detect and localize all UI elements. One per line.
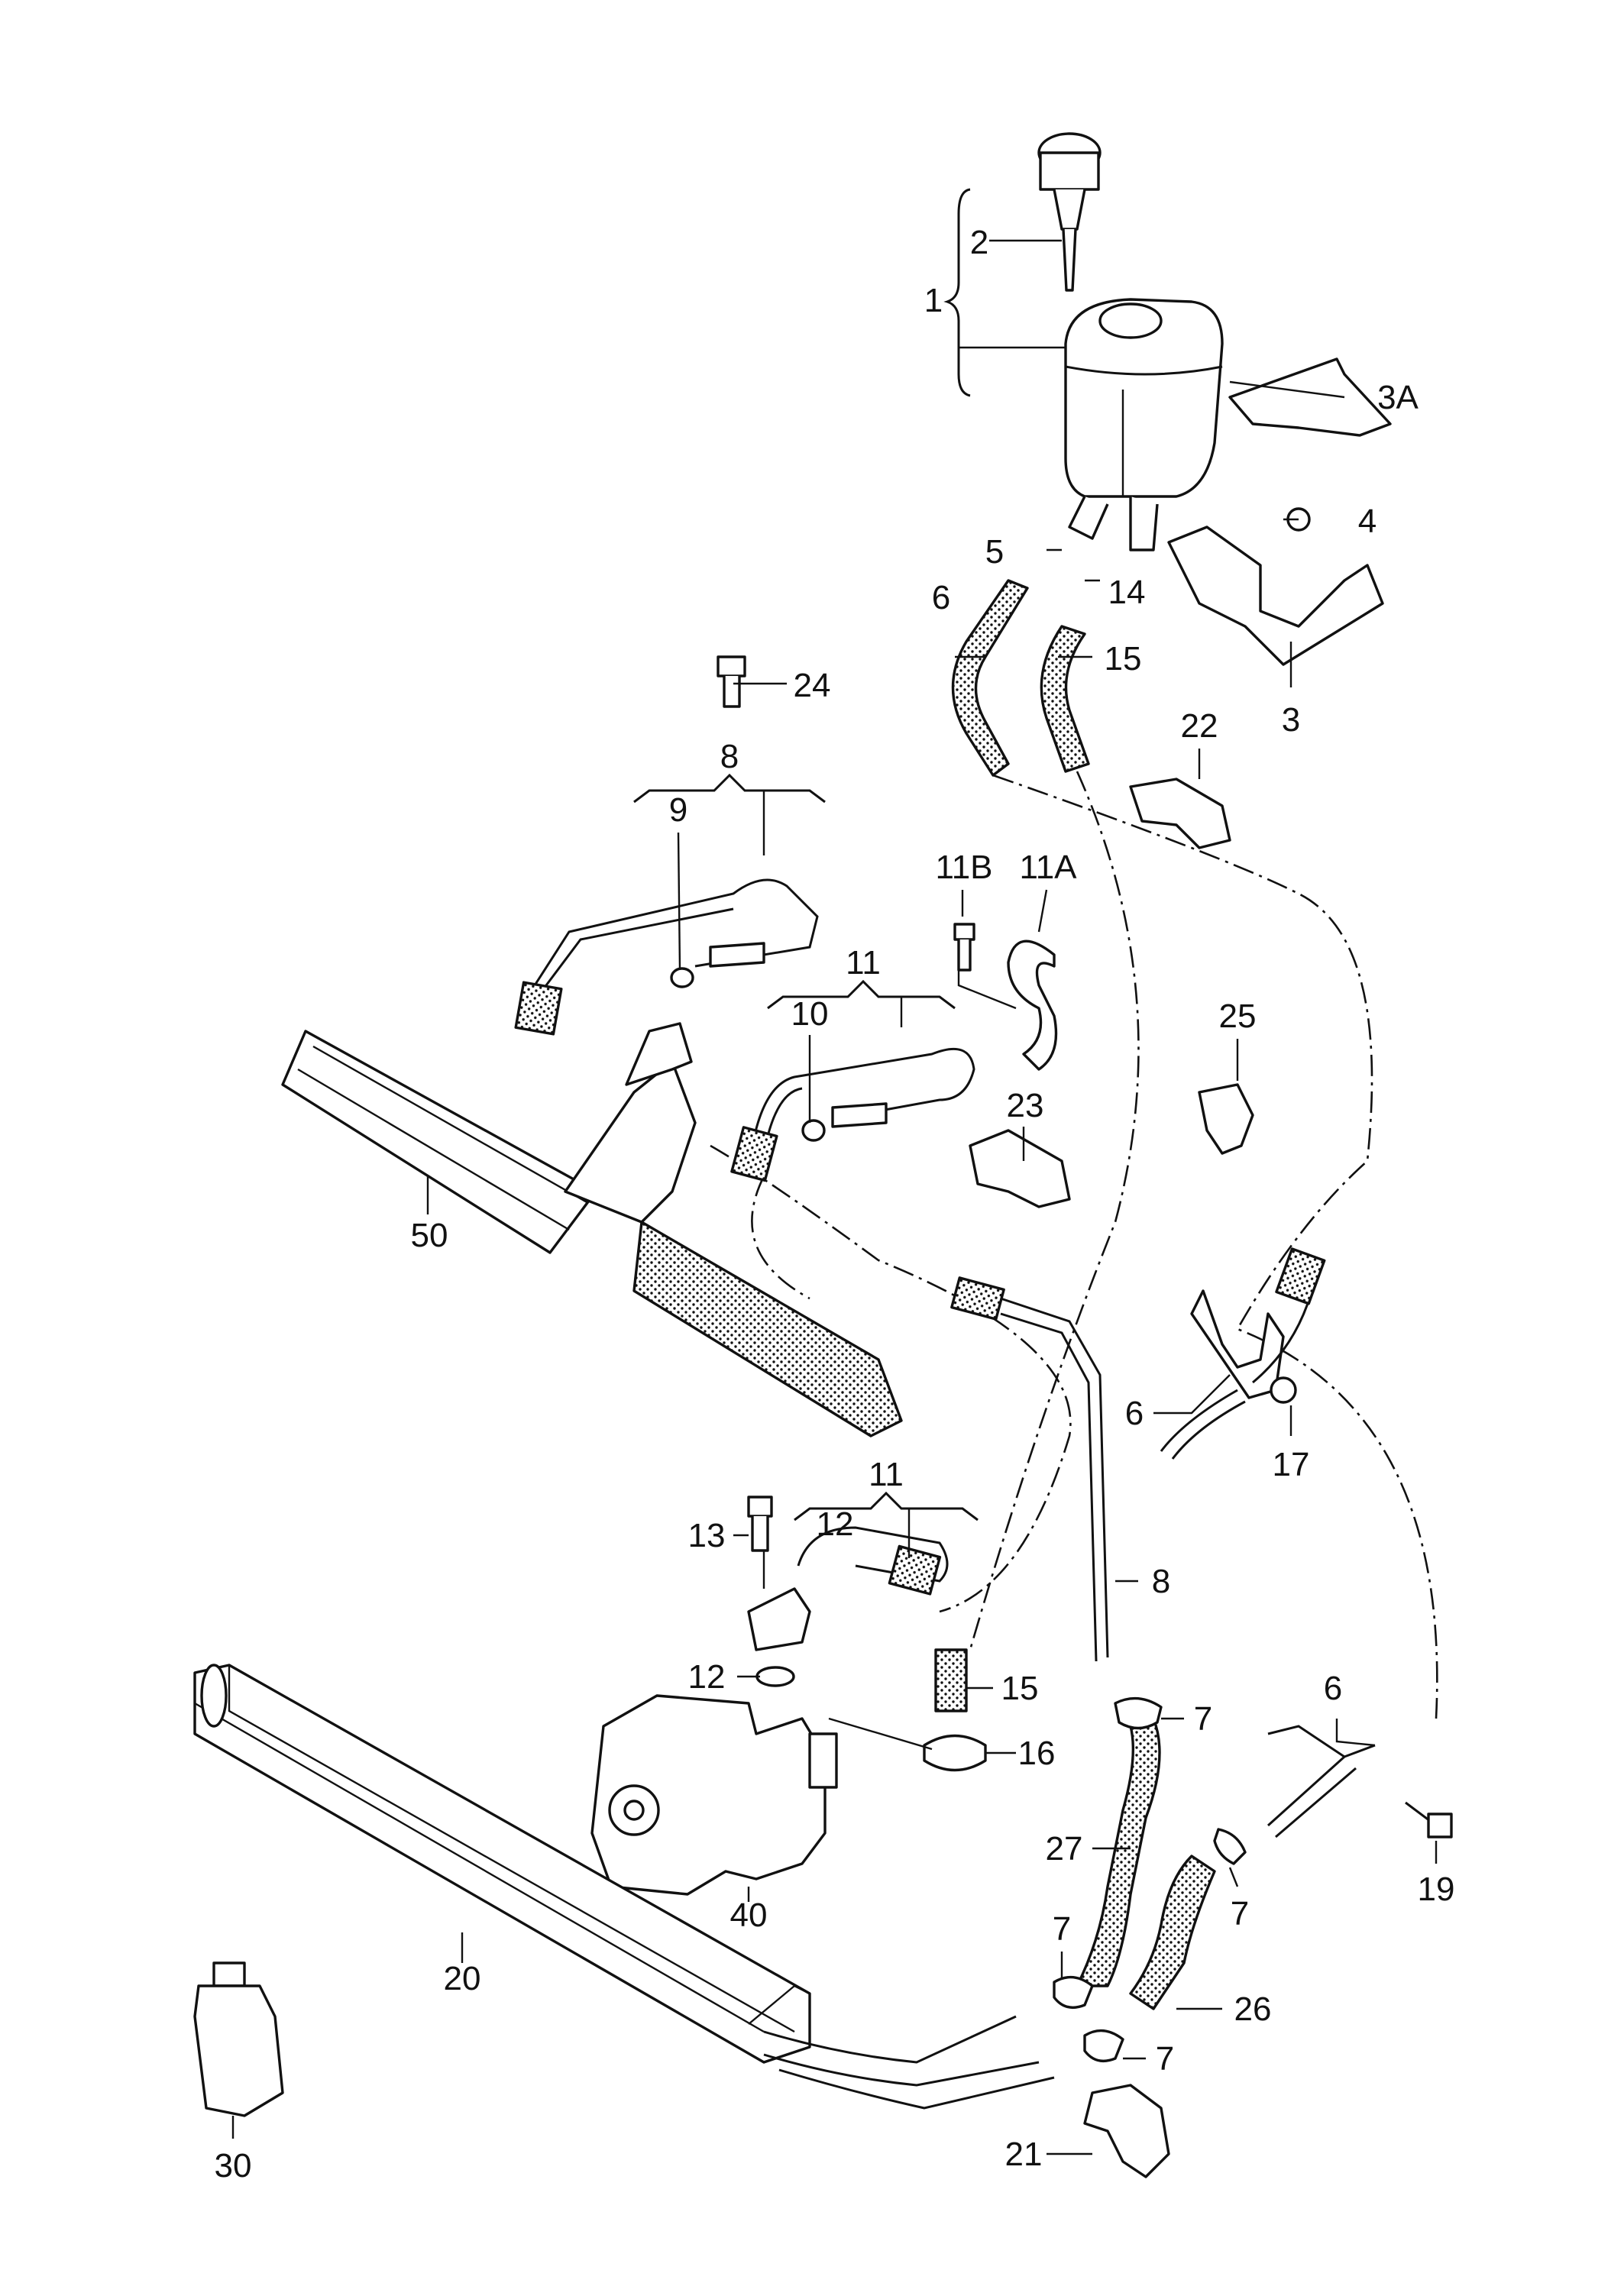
pipe-6-right: [1160, 1247, 1326, 1460]
seal-ring-9: [670, 967, 694, 988]
clamp-7-a: [1114, 1696, 1163, 1730]
bolt-11b: [953, 923, 975, 972]
seal-ring-10: [801, 1119, 826, 1142]
callout-12-ring: 12: [688, 1658, 726, 1696]
pipe-11-middle: [730, 1047, 975, 1182]
callout-15: 15: [1105, 640, 1142, 677]
callout-11A: 11A: [1019, 849, 1077, 886]
callout-16: 16: [1018, 1735, 1056, 1772]
callout-40: 40: [730, 1897, 768, 1934]
callout-5: 5: [985, 533, 1004, 571]
seal-ring-12: [755, 1666, 795, 1687]
oil-cooler: [193, 1664, 1055, 2110]
callout-7-d: 7: [1156, 2040, 1174, 2078]
callout-15-lower: 15: [1001, 1670, 1039, 1707]
power-steering-pump: [590, 1694, 838, 1896]
callout-2: 2: [970, 224, 988, 261]
callout-10: 10: [791, 995, 829, 1033]
routing-line-return: [992, 774, 1438, 1719]
steering-gear-rack: [281, 1022, 903, 1437]
reservoir: [1064, 298, 1224, 551]
callout-50: 50: [411, 1217, 448, 1254]
callout-1: 1: [924, 282, 943, 319]
pipe-8-long: [950, 1276, 1109, 1662]
bolt-24: [717, 655, 746, 708]
callout-13: 13: [688, 1517, 726, 1554]
pipe-11-lower: [747, 1526, 949, 1651]
clip-11a: [1007, 939, 1058, 1071]
hose-26: [1129, 1855, 1216, 2010]
callout-3: 3: [1282, 701, 1300, 739]
callout-7-c: 7: [1053, 1910, 1071, 1948]
callout-4: 4: [1358, 503, 1377, 540]
callout-27: 27: [1046, 1830, 1083, 1868]
clamp-7-d: [1083, 2029, 1124, 2062]
pipe-8-upper: [514, 878, 819, 1036]
callout-9: 9: [669, 791, 687, 829]
callout-12-top: 12: [817, 1505, 854, 1543]
callout-7-b: 7: [1231, 1895, 1249, 1932]
callout-6: 6: [932, 579, 950, 616]
callout-19: 19: [1418, 1871, 1455, 1908]
nut-17: [1270, 1376, 1297, 1404]
hose-6-upper: [951, 579, 1029, 777]
hose-15-upper: [1040, 625, 1090, 773]
callout-22: 22: [1181, 707, 1218, 745]
routing-line-rack: [710, 1144, 1072, 1613]
callout-25: 25: [1219, 998, 1257, 1035]
callout-24: 24: [794, 667, 831, 704]
clamp-7-b: [1213, 1828, 1247, 1865]
clip-23: [969, 1129, 1071, 1208]
clamp-16: [923, 1734, 987, 1772]
callout-6-lower: 6: [1324, 1670, 1342, 1707]
callout-7-a: 7: [1194, 1700, 1212, 1738]
hose-27: [1076, 1717, 1161, 1987]
callout-21: 21: [1005, 2136, 1043, 2173]
callout-14: 14: [1108, 574, 1146, 611]
reservoir-cap-dipstick: [1037, 132, 1102, 292]
bracket-21: [1083, 2084, 1170, 2178]
pipe-6-lower: [1267, 1725, 1376, 1838]
callout-20: 20: [444, 1960, 481, 1997]
callout-3A: 3A: [1377, 379, 1419, 416]
bolt-13: [747, 1496, 773, 1552]
callout-labels: 1 2 3A 4 5 14 6 15 3 24 22 8 9 11B 11A 1…: [215, 224, 1455, 2184]
callout-23: 23: [1007, 1087, 1044, 1124]
hose-15-lower: [934, 1648, 968, 1712]
callout-11B: 11B: [935, 849, 992, 886]
callout-8-lower: 8: [1152, 1563, 1170, 1600]
callout-17: 17: [1273, 1446, 1310, 1483]
clamp-7-c: [1053, 1975, 1094, 2009]
bolt-19: [1405, 1801, 1453, 1838]
routing-line-supply: [969, 771, 1140, 1651]
callout-6-mid: 6: [1125, 1395, 1144, 1432]
fluid-bottle: [193, 1961, 284, 2117]
callout-30: 30: [215, 2147, 252, 2184]
clip-25: [1198, 1083, 1254, 1155]
reservoir-bracket: [1167, 357, 1392, 666]
callout-26: 26: [1234, 1990, 1272, 2028]
callout-leader-lines: [231, 188, 1438, 2155]
callout-8-upper: 8: [720, 738, 739, 775]
callout-11-lower: 11: [869, 1456, 904, 1493]
callout-11-middle: 11: [846, 944, 881, 981]
clip-22: [1129, 778, 1231, 849]
